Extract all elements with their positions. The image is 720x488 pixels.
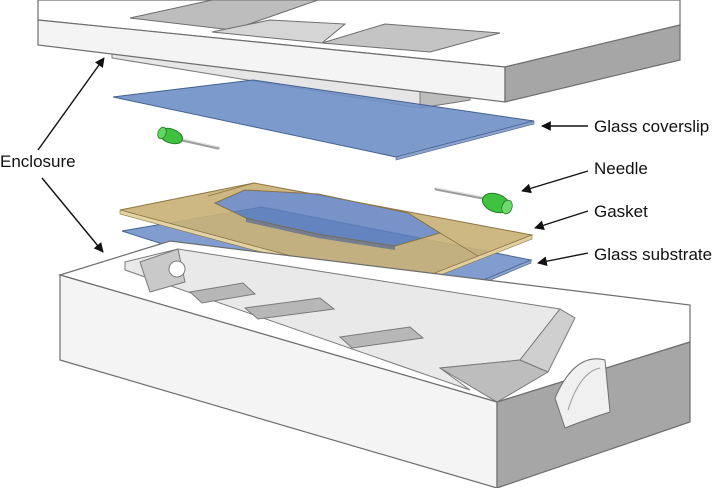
arrow-enclosure-top — [37, 57, 105, 151]
top-enclosure-right-face — [504, 24, 681, 103]
bottom-beam-1 — [188, 282, 257, 304]
top-window-middle — [211, 19, 347, 44]
label-substrate: Glass substrate — [594, 245, 712, 264]
top-window-right — [321, 23, 501, 53]
label-gasket: Gasket — [594, 202, 648, 221]
bottom-beam-3 — [338, 326, 425, 349]
glass-coverslip-edge — [395, 120, 535, 161]
label-enclosure: Enclosure — [0, 152, 76, 171]
label-needle-group: Needle — [521, 159, 648, 194]
bottom-enclosure-front-face — [59, 274, 498, 488]
needle-left-shaft — [176, 137, 220, 150]
arrow-enclosure-bottom — [41, 177, 104, 253]
label-needle: Needle — [594, 159, 648, 178]
bottom-side-channel — [554, 358, 611, 429]
needle-right-shaft — [434, 187, 490, 201]
arrow-gasket — [534, 210, 589, 230]
label-coverslip-group: Glass coverslip — [541, 117, 709, 136]
needle-right — [434, 187, 513, 215]
bottom-beam-2 — [243, 297, 336, 320]
top-window-left — [129, 0, 319, 31]
arrow-substrate — [537, 252, 589, 267]
label-enclosure-group: Enclosure — [0, 57, 105, 253]
bottom-cavity-left-wall — [139, 248, 186, 293]
arrow-needle — [521, 170, 589, 194]
top-enclosure — [37, 0, 681, 109]
label-substrate-group: Glass substrate — [537, 245, 712, 267]
needle-left — [157, 126, 220, 150]
needle-port-hole — [168, 260, 186, 278]
bottom-enclosure — [57, 240, 691, 488]
label-gasket-group: Gasket — [534, 202, 648, 230]
label-coverslip: Glass coverslip — [594, 117, 709, 136]
